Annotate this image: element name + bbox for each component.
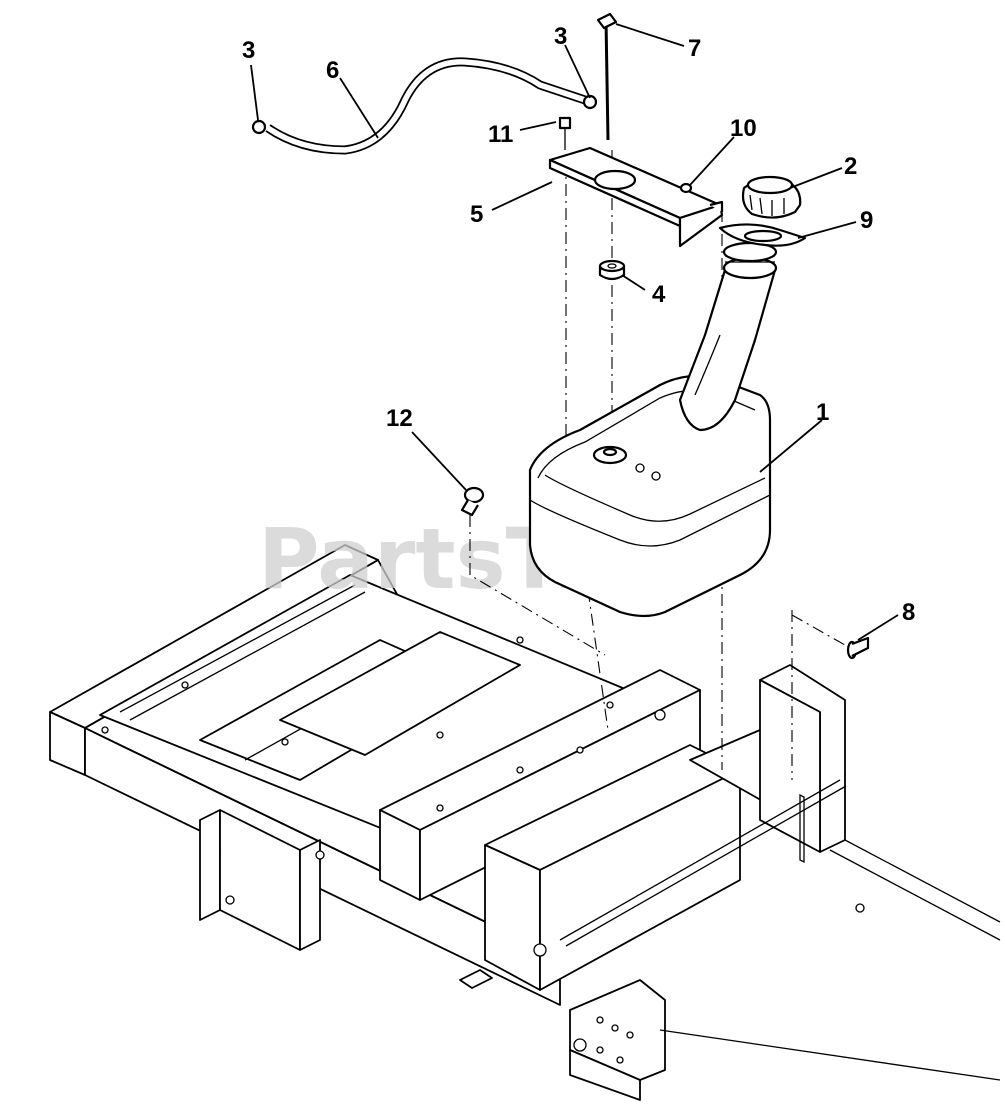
callout-labels: 1 2 3 3 4 5 6 7 8 9 10 11 12 — [242, 23, 915, 626]
callout-9: 9 — [860, 207, 873, 234]
callout-12: 12 — [386, 405, 413, 432]
callout-3-hose-end: 3 — [242, 37, 255, 64]
vent-tube — [596, 12, 618, 141]
screw — [558, 116, 572, 150]
callout-6: 6 — [326, 57, 339, 84]
callout-2: 2 — [844, 153, 857, 180]
callout-1: 1 — [816, 399, 829, 426]
fuel-cap — [741, 175, 802, 219]
callout-3-hose-tank: 3 — [554, 23, 567, 50]
callout-4: 4 — [652, 281, 666, 308]
callout-8: 8 — [902, 599, 915, 626]
tank-bracket — [548, 146, 724, 248]
nut — [679, 182, 693, 194]
gasket — [718, 223, 807, 247]
bolt — [846, 636, 870, 660]
callout-11: 11 — [488, 121, 513, 148]
grommet — [598, 259, 626, 281]
chassis-frame — [49, 544, 1001, 1101]
alignment-lines — [469, 150, 846, 780]
callout-10: 10 — [730, 115, 757, 142]
hose-clamp — [460, 486, 485, 517]
fuel-hose — [251, 57, 598, 155]
fuel-tank — [528, 241, 778, 618]
callout-7: 7 — [688, 35, 701, 62]
leader-lines — [250, 23, 899, 641]
callout-5: 5 — [470, 201, 483, 228]
